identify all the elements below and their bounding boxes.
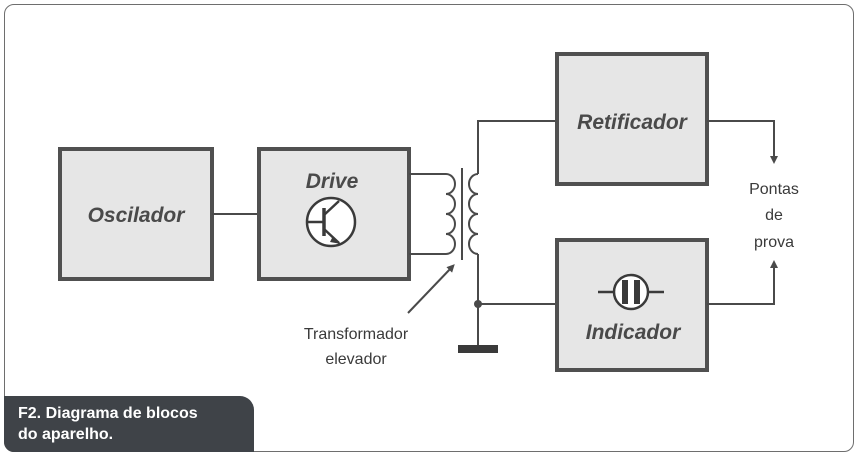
svg-text:prova: prova: [754, 234, 794, 251]
transformador-elevador-label: Transformador elevador: [304, 326, 409, 368]
pontas-de-prova-label: Pontas de prova: [749, 181, 799, 251]
svg-text:elevador: elevador: [325, 351, 387, 368]
svg-text:Pontas: Pontas: [749, 181, 799, 198]
svg-text:de: de: [765, 207, 783, 224]
arrow-indicador-to-probes: [707, 260, 778, 305]
wire-to-retificador: [477, 120, 557, 174]
primary-coil: [445, 173, 456, 255]
neon-lamp-icon: [598, 273, 664, 311]
indicador-label: Indicador: [586, 321, 682, 344]
transistor-icon: [305, 196, 357, 248]
retificador-label: Retificador: [577, 111, 689, 134]
svg-text:Transformador: Transformador: [304, 326, 409, 343]
indicador-block: Indicador: [555, 238, 709, 372]
retificador-block: Retificador: [555, 52, 709, 186]
secondary-coil: [468, 173, 479, 255]
caption-line-2: do aparelho.: [18, 426, 114, 443]
caption-line-1: F2. Diagrama de blocos: [18, 405, 198, 422]
figure-caption: F2. Diagrama de blocos do aparelho.: [4, 396, 254, 452]
transformer: [409, 168, 479, 260]
ground-symbol: [458, 345, 498, 353]
oscilador-label: Oscilador: [88, 204, 187, 227]
oscilador-block: Oscilador: [58, 147, 214, 281]
arrow-retificador-to-probes: [707, 120, 778, 164]
transformer-pointer-arrow: [407, 264, 455, 314]
drive-block: Drive: [257, 147, 411, 281]
drive-label: Drive: [306, 170, 359, 193]
